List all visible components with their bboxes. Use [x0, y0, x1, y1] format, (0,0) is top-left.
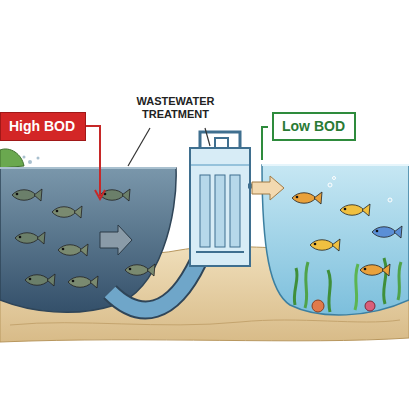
- leader-arrow: [95, 190, 105, 199]
- bod-badge: Low BOD: [272, 112, 356, 141]
- leader-line: [128, 128, 150, 166]
- leader-line: [86, 126, 100, 196]
- bod-label: High BOD: [9, 118, 77, 135]
- leader-line: [205, 128, 210, 146]
- process-label: WASTEWATER TREATMENT: [128, 95, 223, 121]
- bod-label: Low BOD: [282, 118, 346, 135]
- bod-badge: High BOD: [0, 112, 86, 141]
- leader-line: [262, 127, 268, 160]
